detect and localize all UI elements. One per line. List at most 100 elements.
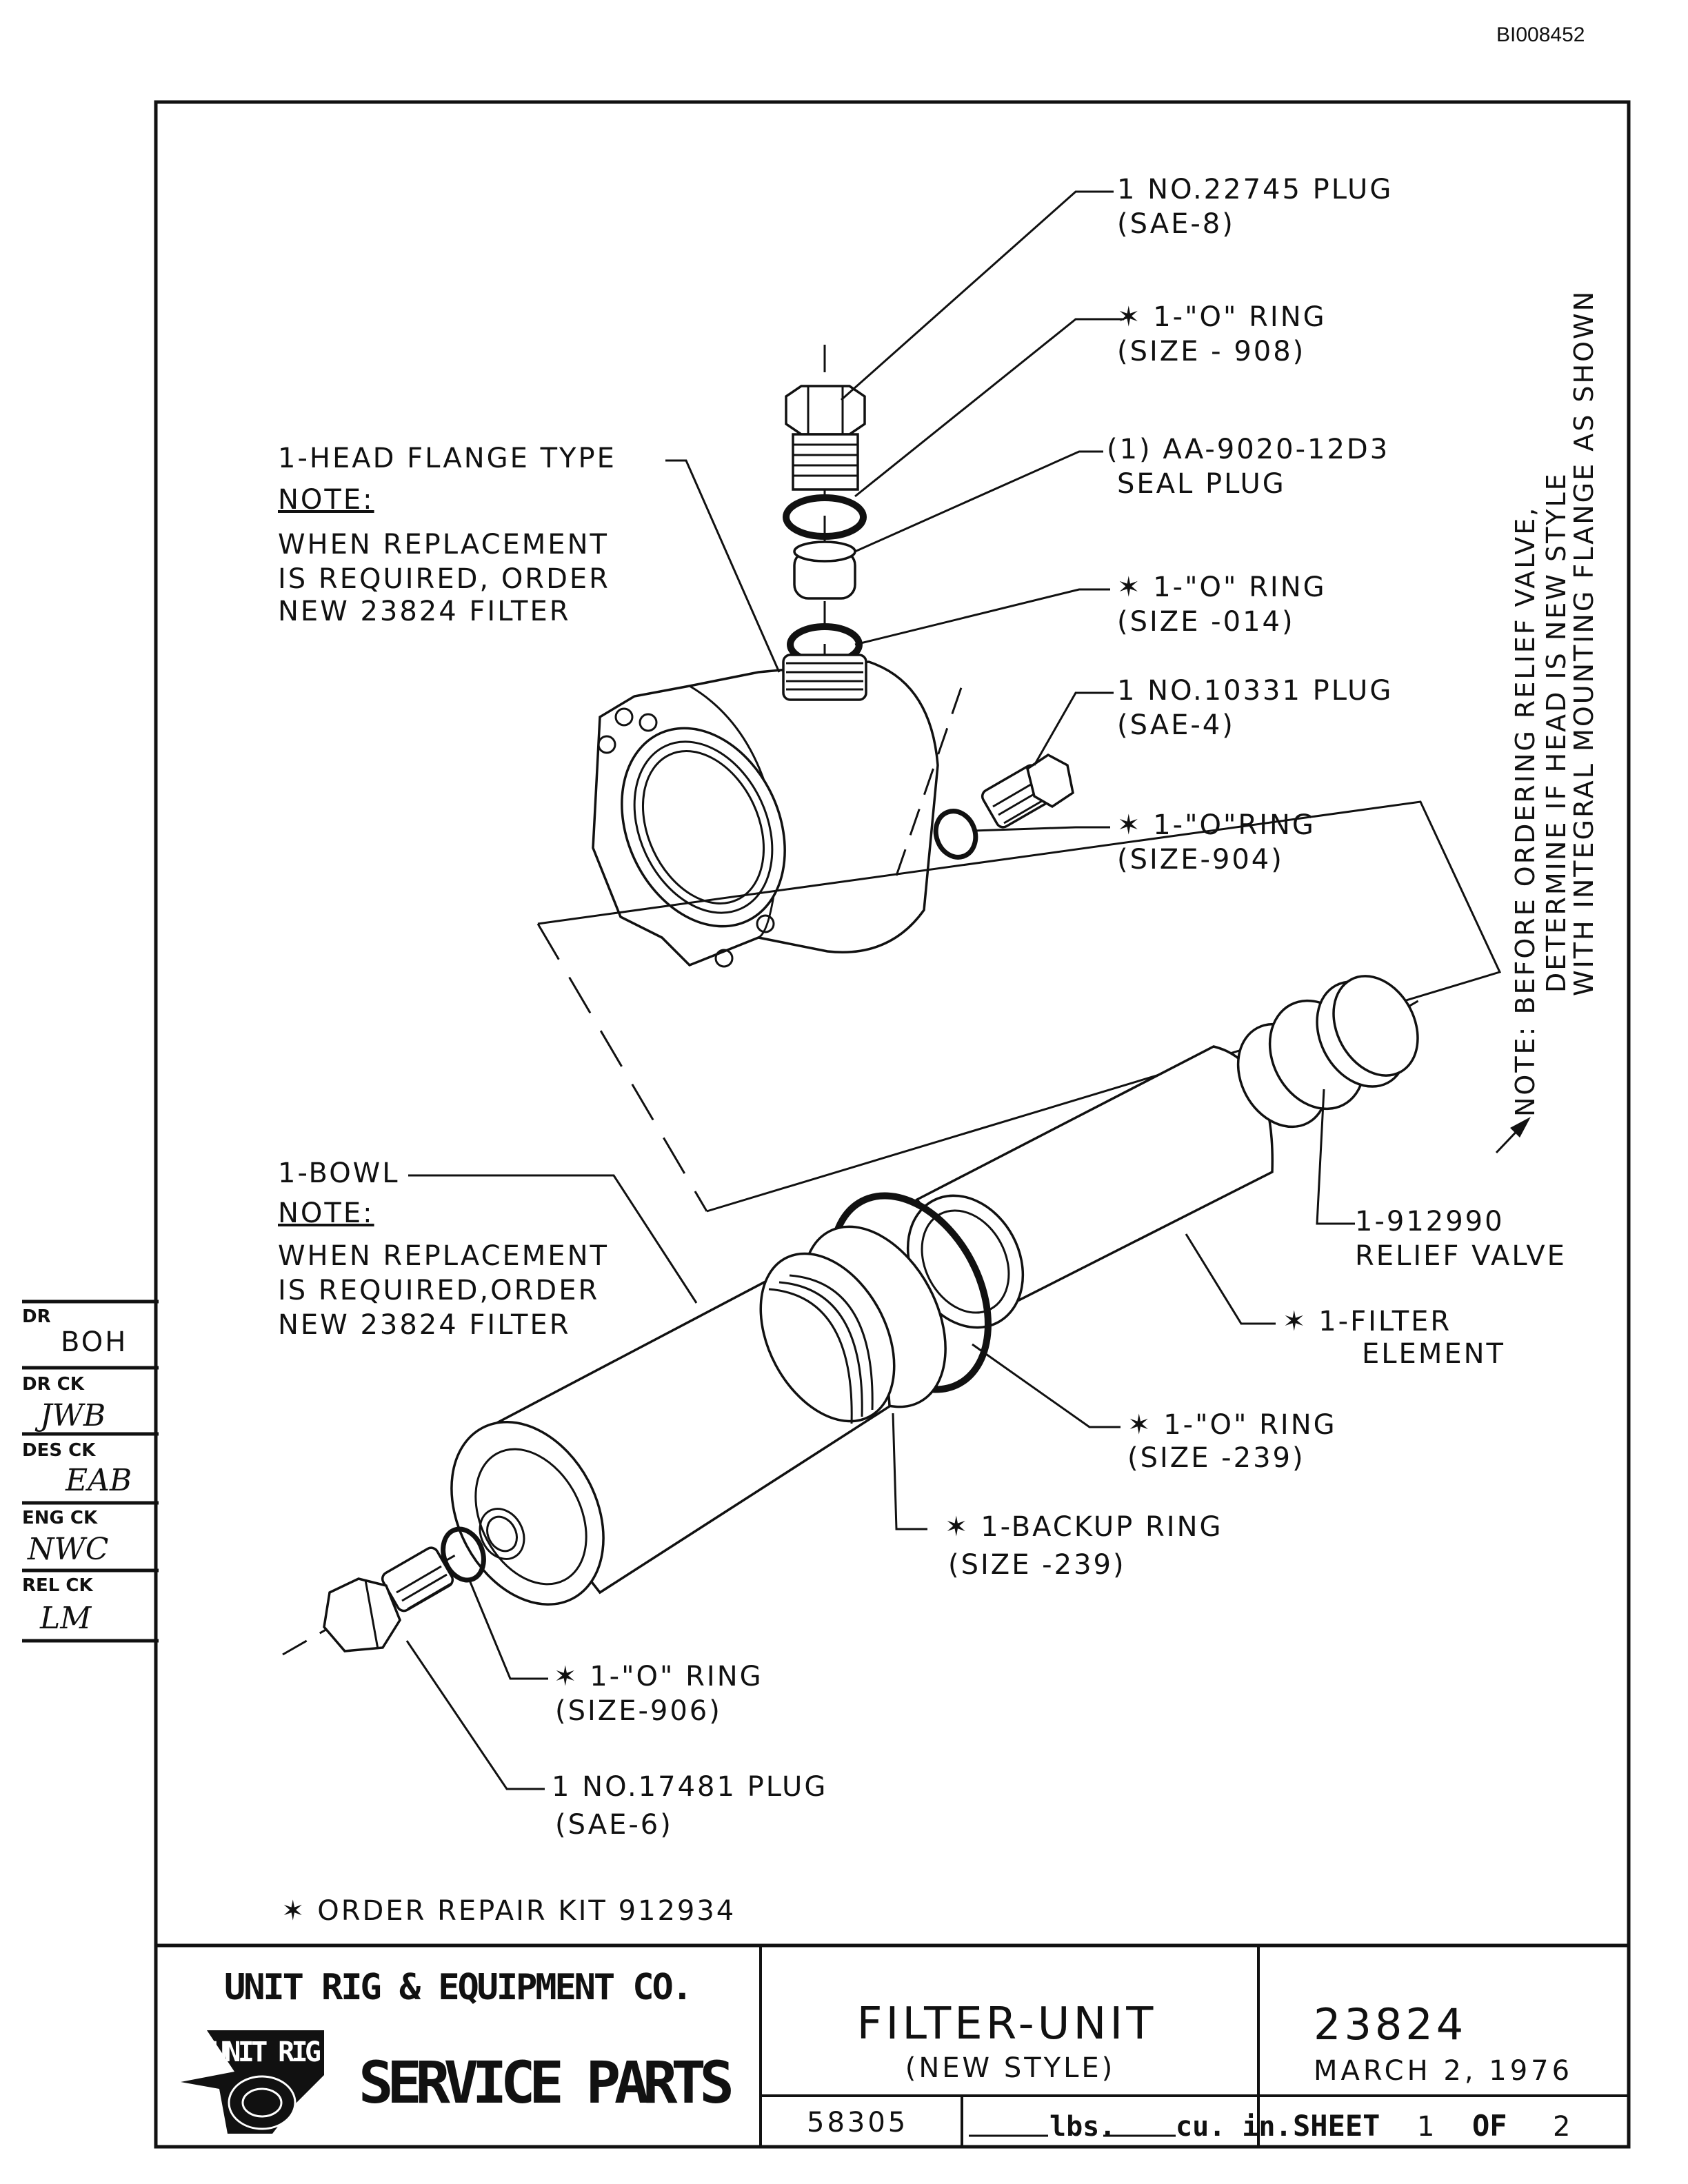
callout-oring-904: ✶ 1-"O"RING (SIZE-904) bbox=[1117, 809, 1316, 876]
drawing-border bbox=[154, 100, 1631, 2149]
filter-element-drawing bbox=[906, 1045, 1274, 1329]
side-note: NOTE: BEFORE ORDERING RELIEF VALVE, DETE… bbox=[1510, 290, 1599, 1117]
svg-text:JWB: JWB bbox=[34, 1398, 106, 1433]
svg-text:✶ 1-"O"RING: ✶ 1-"O"RING bbox=[1117, 809, 1316, 841]
svg-text:✶ 1-"O" RING: ✶ 1-"O" RING bbox=[1117, 572, 1327, 603]
callout-plug-22745: 1 NO.22745 PLUG (SAE-8) bbox=[1117, 174, 1393, 240]
service-parts-label: SERVICE PARTS bbox=[359, 2049, 734, 2116]
svg-text:RELIEF VALVE: RELIEF VALVE bbox=[1355, 1240, 1567, 1272]
svg-text:NOTE:: NOTE: bbox=[278, 484, 374, 516]
svg-text:NOTE:: NOTE: bbox=[278, 1197, 374, 1229]
svg-text:DR CK: DR CK bbox=[22, 1374, 85, 1395]
repair-kit-note: ✶ ORDER REPAIR KIT 912934 bbox=[281, 1895, 736, 1927]
plug-22745-drawing bbox=[785, 385, 866, 491]
svg-text:✶ 1-"O" RING: ✶ 1-"O" RING bbox=[554, 1661, 763, 1692]
part-number: 23824 bbox=[1314, 1999, 1467, 2050]
svg-text:(SIZE -239): (SIZE -239) bbox=[1127, 1442, 1305, 1474]
svg-text:(SIZE -014): (SIZE -014) bbox=[1117, 606, 1295, 638]
oring-904-drawing bbox=[933, 809, 978, 860]
svg-text:1 NO.10331 PLUG: 1 NO.10331 PLUG bbox=[1117, 675, 1393, 707]
sheet-total: 2 bbox=[1553, 2111, 1570, 2143]
svg-text:✶ 1-"O" RING: ✶ 1-"O" RING bbox=[1117, 301, 1327, 333]
drawing-code: 58305 bbox=[807, 2107, 908, 2138]
approval-boxes: DR BOH DR CK JWB DES CK EAB ENG CK NWC R… bbox=[22, 1300, 159, 1643]
callout-oring-014: ✶ 1-"O" RING (SIZE -014) bbox=[1117, 572, 1327, 638]
svg-text:1-912990: 1-912990 bbox=[1355, 1206, 1505, 1237]
title-block: UNIT RIG & EQUIPMENT CO. UNIT RIG SERVIC… bbox=[181, 1945, 1629, 2147]
bowl-assembly bbox=[282, 975, 1421, 1656]
svg-text:1-BOWL: 1-BOWL bbox=[278, 1157, 400, 1189]
callout-oring-239: ✶ 1-"O" RING (SIZE -239) bbox=[1127, 1409, 1337, 1474]
company-name: UNIT RIG & EQUIPMENT CO. bbox=[224, 1967, 693, 2008]
svg-text:NEW 23824 FILTER: NEW 23824 FILTER bbox=[278, 1309, 571, 1341]
of-label: OF bbox=[1472, 2109, 1507, 2143]
svg-text:✶ 1-BACKUP RING: ✶ 1-BACKUP RING bbox=[945, 1511, 1223, 1543]
svg-text:BOH: BOH bbox=[61, 1326, 128, 1358]
lbs-label: lbs. bbox=[1049, 2111, 1116, 2143]
drawing-date: MARCH 2, 1976 bbox=[1314, 2055, 1573, 2087]
svg-text:UNIT RIG: UNIT RIG bbox=[211, 2036, 321, 2068]
approval-dr: DR BOH bbox=[22, 1306, 128, 1358]
svg-text:WHEN REPLACEMENT: WHEN REPLACEMENT bbox=[278, 1240, 609, 1272]
svg-text:LM: LM bbox=[39, 1601, 92, 1636]
sheet-number: 1 bbox=[1417, 2111, 1434, 2143]
svg-text:NWC: NWC bbox=[27, 1532, 108, 1567]
callout-backup-ring: ✶ 1-BACKUP RING (SIZE -239) bbox=[945, 1511, 1223, 1581]
callout-oring-908: ✶ 1-"O" RING (SIZE - 908) bbox=[1117, 301, 1327, 367]
callout-oring-906: ✶ 1-"O" RING (SIZE-906) bbox=[554, 1661, 763, 1727]
seal-plug-drawing bbox=[793, 540, 856, 600]
exploded-frame bbox=[537, 800, 1502, 1213]
svg-text:SEAL PLUG: SEAL PLUG bbox=[1117, 468, 1286, 500]
callout-filter-element: ✶ 1-FILTER ELEMENT bbox=[1283, 1306, 1505, 1370]
relief-valve-drawing bbox=[1236, 975, 1419, 1129]
drawing-title: FILTER-UNIT bbox=[857, 1999, 1157, 2050]
sheet-label: SHEET bbox=[1293, 2109, 1380, 2143]
svg-text:WITH INTEGRAL MOUNTING FLANGE: WITH INTEGRAL MOUNTING FLANGE AS SHOWN bbox=[1569, 290, 1599, 996]
approval-eng-ck: ENG CK NWC bbox=[22, 1508, 108, 1567]
plug-10331-drawing bbox=[981, 753, 1074, 829]
callout-plug-10331: 1 NO.10331 PLUG (SAE-4) bbox=[1117, 675, 1393, 741]
callout-seal-plug: (1) AA-9020-12D3 SEAL PLUG bbox=[1107, 434, 1387, 500]
svg-text:NOTE: BEFORE ORDERING RELIEF V: NOTE: BEFORE ORDERING RELIEF VALVE, bbox=[1510, 506, 1540, 1117]
approval-dr-ck: DR CK JWB bbox=[22, 1374, 106, 1433]
svg-text:✶ 1-"O" RING: ✶ 1-"O" RING bbox=[1127, 1409, 1337, 1441]
svg-text:(SAE-4): (SAE-4) bbox=[1117, 709, 1235, 741]
svg-text:1 NO.17481 PLUG: 1 NO.17481 PLUG bbox=[552, 1771, 827, 1803]
note-arrow bbox=[1510, 1117, 1531, 1138]
leader-lines bbox=[405, 190, 1531, 1790]
svg-text:1-HEAD FLANGE TYPE: 1-HEAD FLANGE TYPE bbox=[278, 443, 616, 474]
cu-in-label: cu. in. bbox=[1176, 2111, 1292, 2143]
unit-rig-logo: UNIT RIG bbox=[181, 2030, 324, 2134]
callout-head: 1-HEAD FLANGE TYPE NOTE: WHEN REPLACEMEN… bbox=[278, 443, 616, 627]
svg-text:ELEMENT: ELEMENT bbox=[1362, 1338, 1505, 1370]
exploded-frame-link bbox=[536, 923, 708, 1212]
svg-text:IS REQUIRED, ORDER: IS REQUIRED, ORDER bbox=[278, 563, 610, 595]
svg-text:WHEN REPLACEMENT: WHEN REPLACEMENT bbox=[278, 529, 609, 560]
svg-text:(SAE-8): (SAE-8) bbox=[1117, 208, 1235, 240]
oring-906-drawing bbox=[441, 1526, 486, 1583]
bowl-drawing bbox=[450, 1252, 896, 1606]
svg-text:DR: DR bbox=[22, 1306, 51, 1327]
svg-text:(SIZE -239): (SIZE -239) bbox=[948, 1549, 1126, 1581]
head-assembly bbox=[592, 345, 1074, 968]
svg-text:REL CK: REL CK bbox=[22, 1575, 93, 1596]
svg-text:(SIZE-904): (SIZE-904) bbox=[1117, 844, 1284, 876]
svg-text:ENG CK: ENG CK bbox=[22, 1508, 98, 1528]
svg-text:✶ 1-FILTER: ✶ 1-FILTER bbox=[1283, 1306, 1451, 1337]
approval-des-ck: DES CK EAB bbox=[22, 1440, 132, 1498]
svg-text:DES CK: DES CK bbox=[22, 1440, 96, 1461]
document-id: BI008452 bbox=[1496, 23, 1585, 46]
oring-908-drawing bbox=[783, 494, 867, 540]
approval-rel-ck: REL CK LM bbox=[22, 1575, 93, 1636]
svg-text:NEW 23824 FILTER: NEW 23824 FILTER bbox=[278, 596, 571, 627]
svg-text:EAB: EAB bbox=[65, 1463, 132, 1498]
drawing-subtitle: (NEW STYLE) bbox=[905, 2052, 1116, 2084]
callout-plug-17481: 1 NO.17481 PLUG (SAE-6) bbox=[552, 1771, 827, 1841]
callout-relief-valve: 1-912990 RELIEF VALVE bbox=[1355, 1206, 1567, 1272]
plug-17481-drawing bbox=[323, 1546, 454, 1652]
head-flange-drawing bbox=[592, 654, 967, 968]
callout-bowl: 1-BOWL NOTE: WHEN REPLACEMENT IS REQUIRE… bbox=[278, 1157, 609, 1341]
svg-text:(SIZE - 908): (SIZE - 908) bbox=[1117, 336, 1305, 367]
svg-text:(SAE-6): (SAE-6) bbox=[555, 1809, 673, 1841]
svg-text:1 NO.22745 PLUG: 1 NO.22745 PLUG bbox=[1117, 174, 1393, 205]
